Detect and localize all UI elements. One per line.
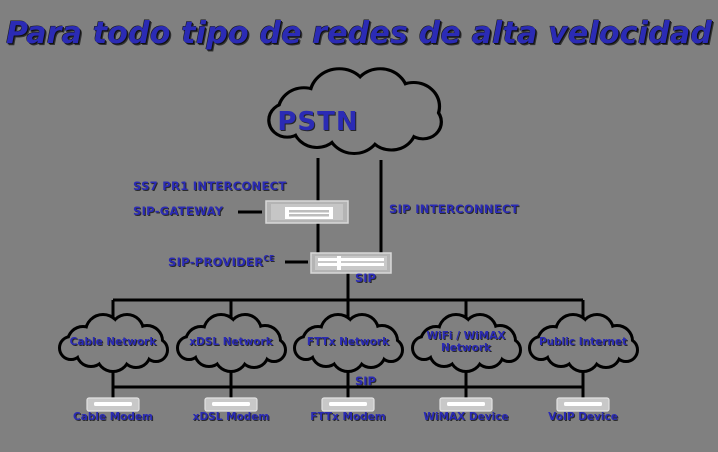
sip-interconnect-label: SIP INTERCONNECT [389, 202, 519, 216]
icon-cable-modem [86, 397, 140, 412]
connection-lines [111, 158, 585, 400]
sip-link-label-core: SIP [355, 271, 376, 285]
cloud-fttx-network [296, 316, 401, 370]
cloud-wifi-wimax-network [414, 316, 519, 370]
sip-provider-device-icon [310, 252, 392, 274]
sip-gateway-label: SIP-GATEWAY [133, 204, 224, 218]
sip-provider-label: SIP-PROVIDERCE [168, 254, 275, 269]
cloud-xdsl-network [179, 316, 284, 370]
access-network-clouds [61, 316, 636, 370]
device-label-fttx-modem: FTTx Modem [310, 411, 386, 423]
sip-provider-label-superscript: CE [263, 254, 275, 263]
sip-gateway-device-icon [265, 200, 349, 224]
ss7-pri-interconect-label: SS7 PR1 INTERCONECT [133, 179, 287, 193]
sip-link-label-access: SIP [355, 374, 376, 388]
icon-wimax-device [439, 397, 493, 412]
pstn-cloud [270, 70, 439, 152]
page-title: Para todo tipo de redes de alta velocida… [5, 16, 713, 51]
cloud-cable-network [61, 316, 166, 370]
sip-provider-label-text: SIP-PROVIDER [168, 254, 264, 269]
cpe-device-icons [86, 397, 610, 412]
device-label-cable-modem: Cable Modem [73, 411, 153, 423]
device-label-voip-device: VoIP Device [548, 411, 618, 423]
device-label-wimax-device: WiMAX Device [423, 411, 509, 423]
icon-fttx-modem [321, 397, 375, 412]
cloud-public-internet [531, 316, 636, 370]
icon-voip-device [556, 397, 610, 412]
device-label-xdsl-modem: xDSL Modem [192, 411, 270, 423]
icon-xdsl-modem [204, 397, 258, 412]
